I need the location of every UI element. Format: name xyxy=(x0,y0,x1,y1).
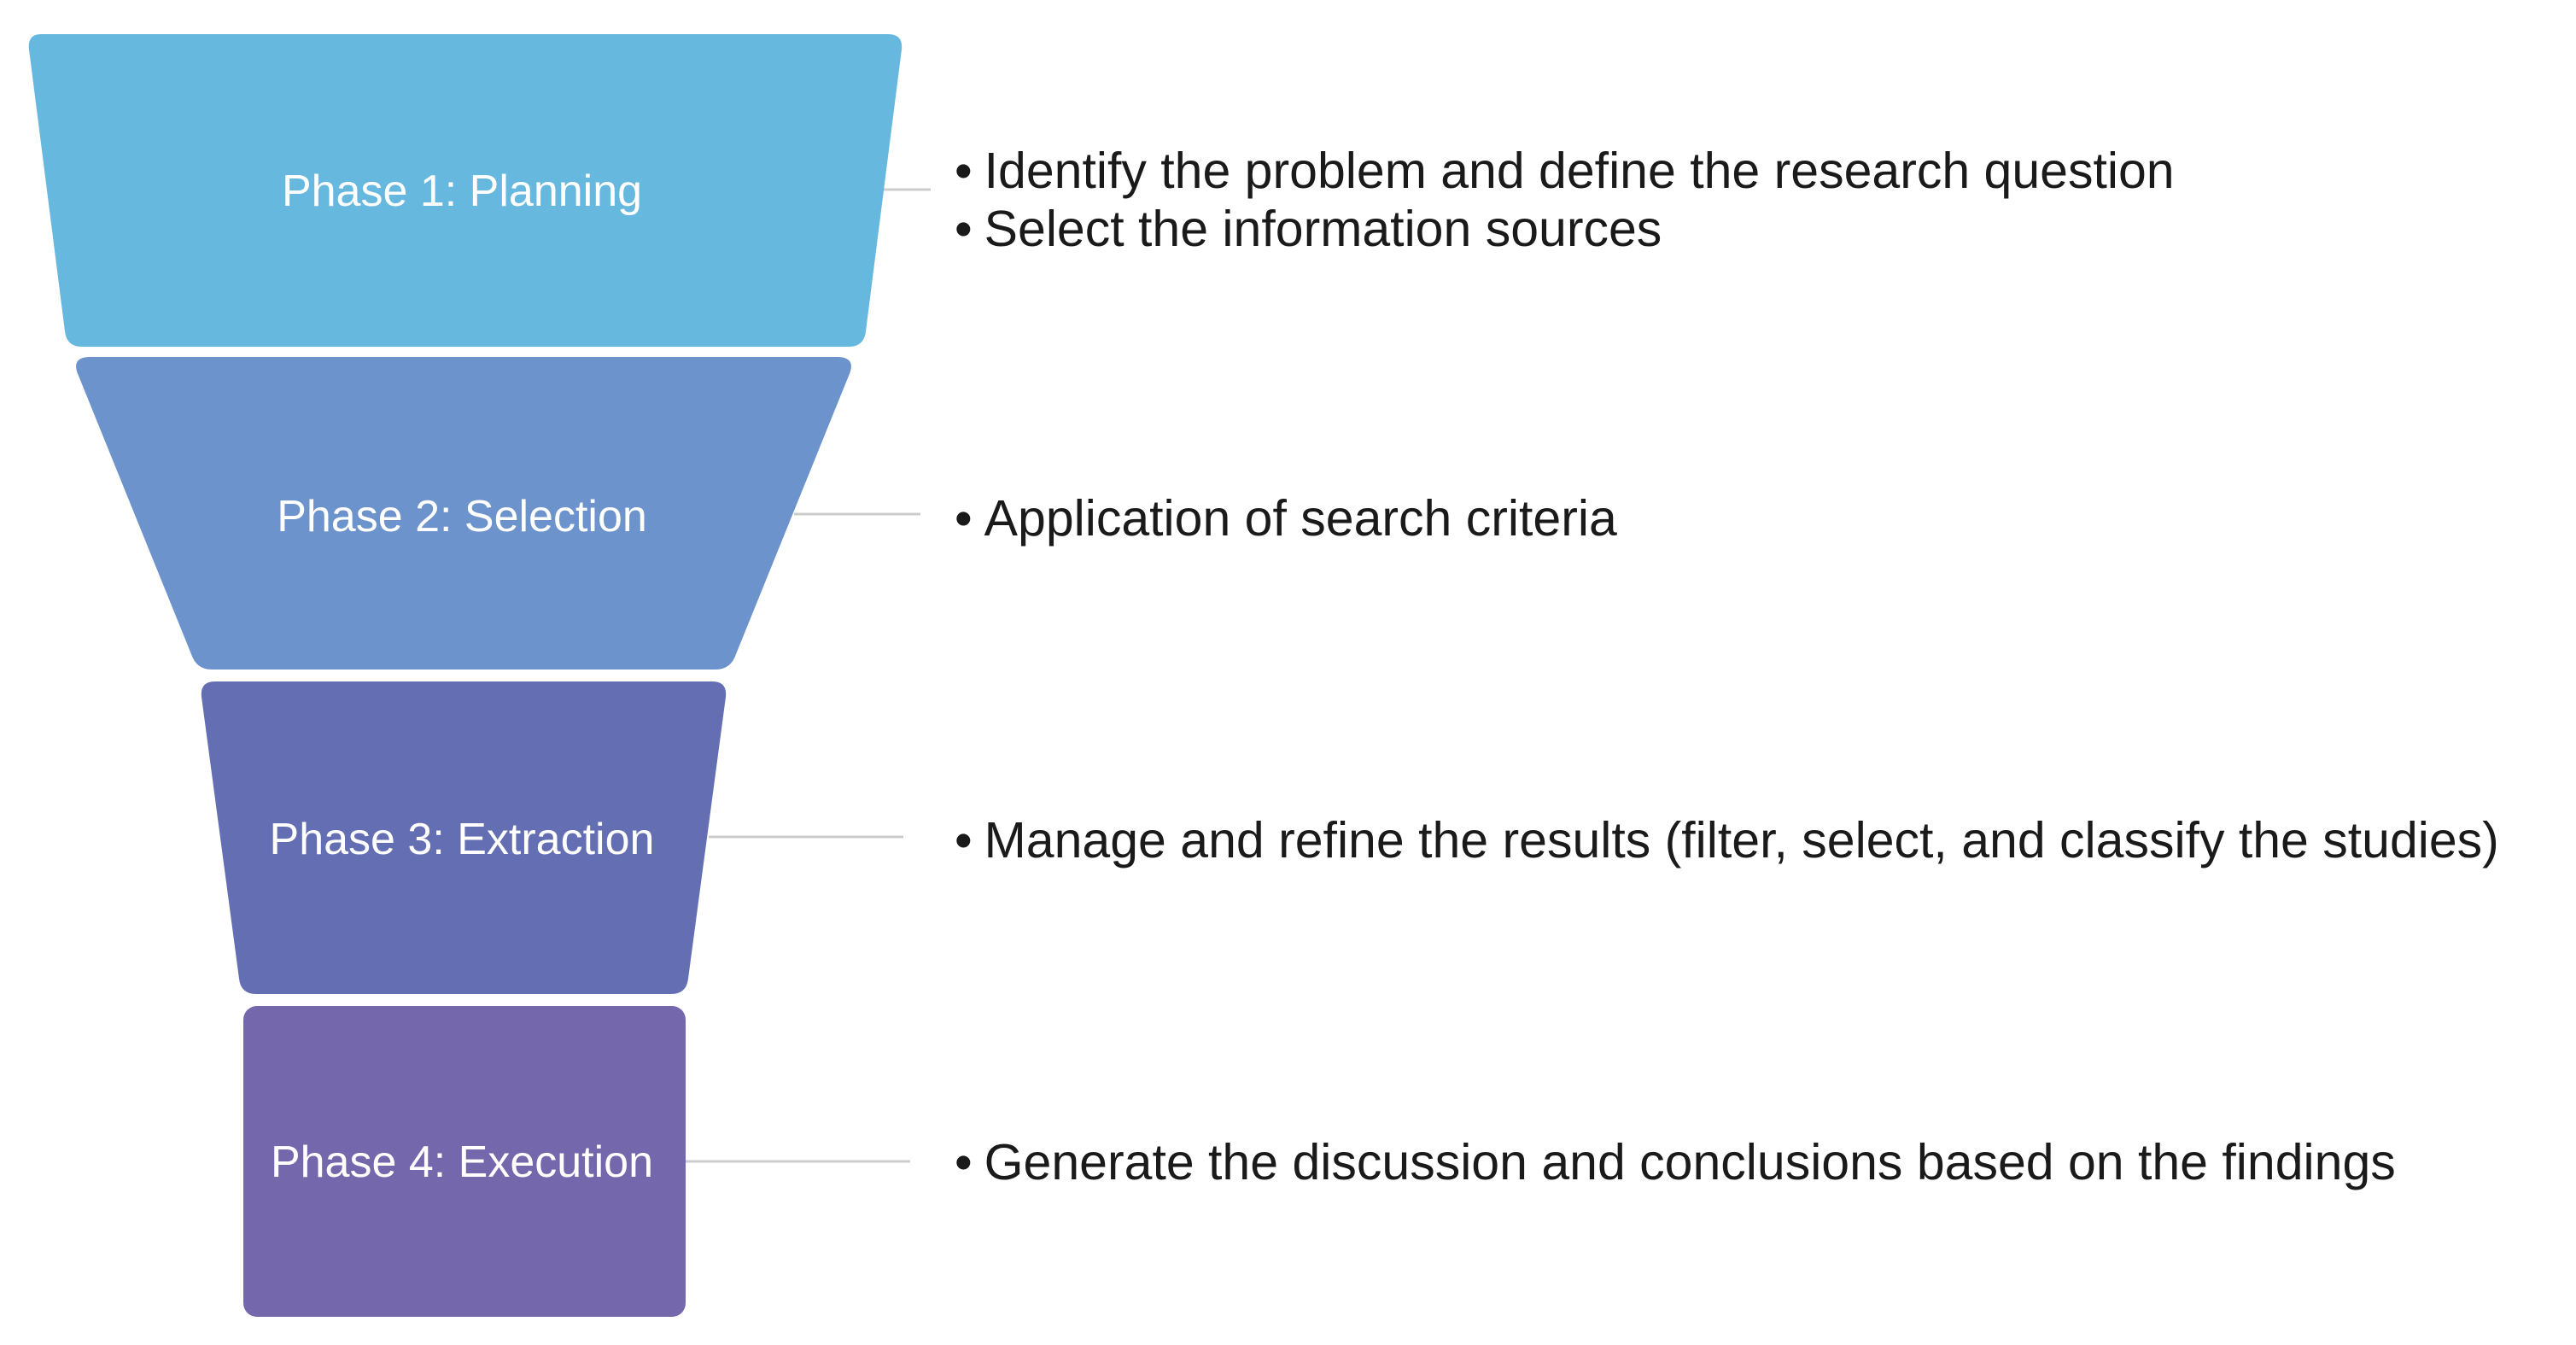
funnel-segment-2 xyxy=(76,357,851,670)
phase-label-1: Phase 1: Planning xyxy=(282,167,642,216)
bullet-item: •Identify the problem and define the res… xyxy=(955,143,2175,199)
funnel-segment-4 xyxy=(243,1006,686,1317)
bullet-item: •Generate the discussion and conclusions… xyxy=(955,1134,2396,1190)
bullet-text: Select the information sources xyxy=(984,201,1662,257)
bullet-item: •Select the information sources xyxy=(955,201,1662,257)
funnel-stage-2: Phase 2: Selection •Application of searc… xyxy=(76,357,1617,670)
bullet-symbol: • xyxy=(955,1134,973,1190)
funnel-stage-1: Phase 1: Planning •Identify the problem … xyxy=(28,34,2175,347)
funnel-segment-1 xyxy=(28,34,902,347)
bullet-symbol: • xyxy=(955,143,973,199)
bullet-item: •Manage and refine the results (filter, … xyxy=(955,812,2499,868)
bullet-symbol: • xyxy=(955,201,973,257)
funnel-stage-4: Phase 4: Execution •Generate the discuss… xyxy=(243,1006,2396,1317)
bullet-symbol: • xyxy=(955,490,973,547)
phase-label-3: Phase 3: Extraction xyxy=(270,815,655,864)
funnel-stage-3: Phase 3: Extraction •Manage and refine t… xyxy=(201,681,2499,994)
phase-label-2: Phase 2: Selection xyxy=(277,492,647,541)
bullet-item: •Application of search criteria xyxy=(955,490,1617,547)
phase-label-4: Phase 4: Execution xyxy=(271,1137,653,1187)
bullet-text: Application of search criteria xyxy=(984,490,1617,547)
bullet-text: Identify the problem and define the rese… xyxy=(984,143,2175,199)
funnel-segment-3 xyxy=(201,681,727,994)
bullet-text: Generate the discussion and conclusions … xyxy=(984,1134,2396,1190)
bullet-symbol: • xyxy=(955,812,973,868)
bullet-text: Manage and refine the results (filter, s… xyxy=(984,812,2499,868)
